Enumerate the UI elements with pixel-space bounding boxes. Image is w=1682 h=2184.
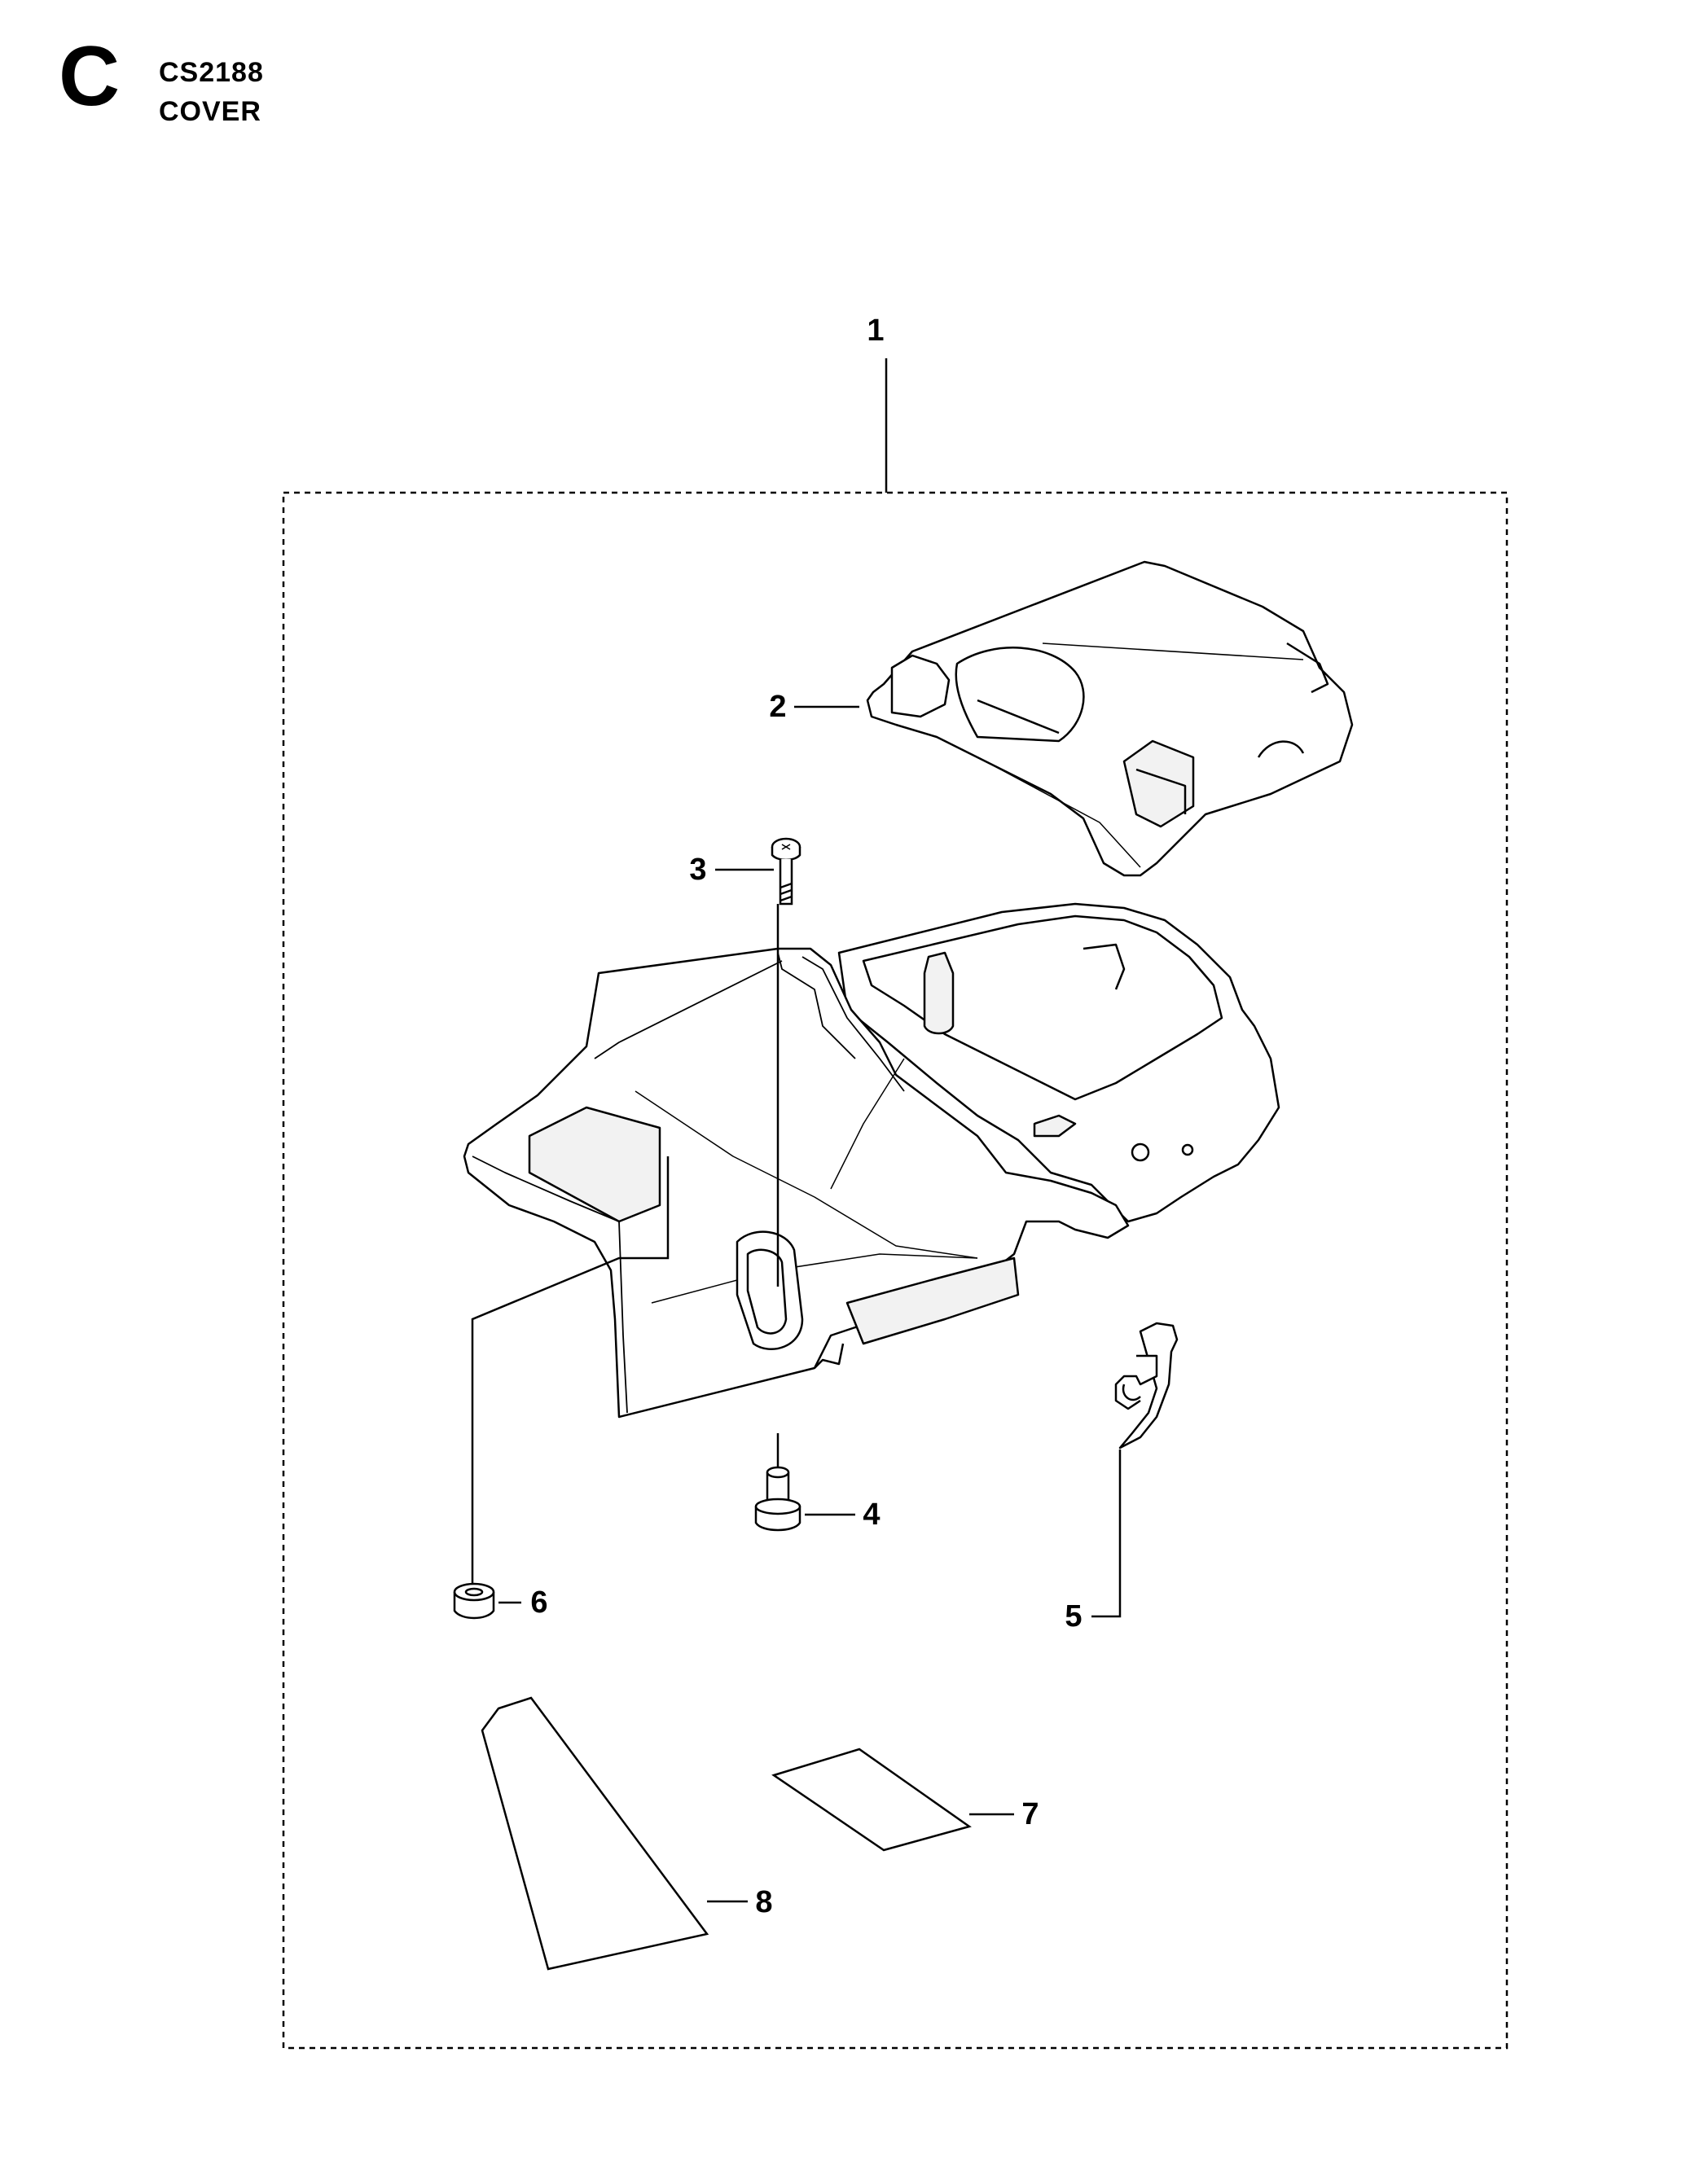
callout-6: 6	[530, 1585, 547, 1620]
section-title: COVER	[159, 96, 261, 127]
decal-icon[interactable]	[771, 1748, 972, 1852]
screw-icon[interactable]	[771, 837, 801, 906]
callout-1: 1	[867, 314, 884, 348]
callout-5: 5	[1065, 1599, 1082, 1634]
cylinder-cover-icon[interactable]	[463, 902, 1280, 1419]
rubber-bushing-icon[interactable]	[453, 1582, 495, 1620]
callout-8: 8	[755, 1885, 772, 1919]
callout-4: 4	[863, 1498, 880, 1532]
kit-boundary	[282, 358, 1509, 2050]
sleeve-icon[interactable]	[754, 1466, 801, 1532]
leader-lines	[471, 705, 1122, 1903]
top-cover-icon[interactable]	[866, 560, 1354, 877]
callout-7: 7	[1021, 1797, 1039, 1831]
section-letter: C	[59, 29, 121, 124]
callout-3: 3	[689, 853, 706, 887]
callout-2: 2	[769, 690, 786, 724]
decal-icon[interactable]	[481, 1696, 709, 1971]
clip-icon[interactable]	[1114, 1322, 1179, 1449]
model-code: CS2188	[159, 57, 264, 88]
